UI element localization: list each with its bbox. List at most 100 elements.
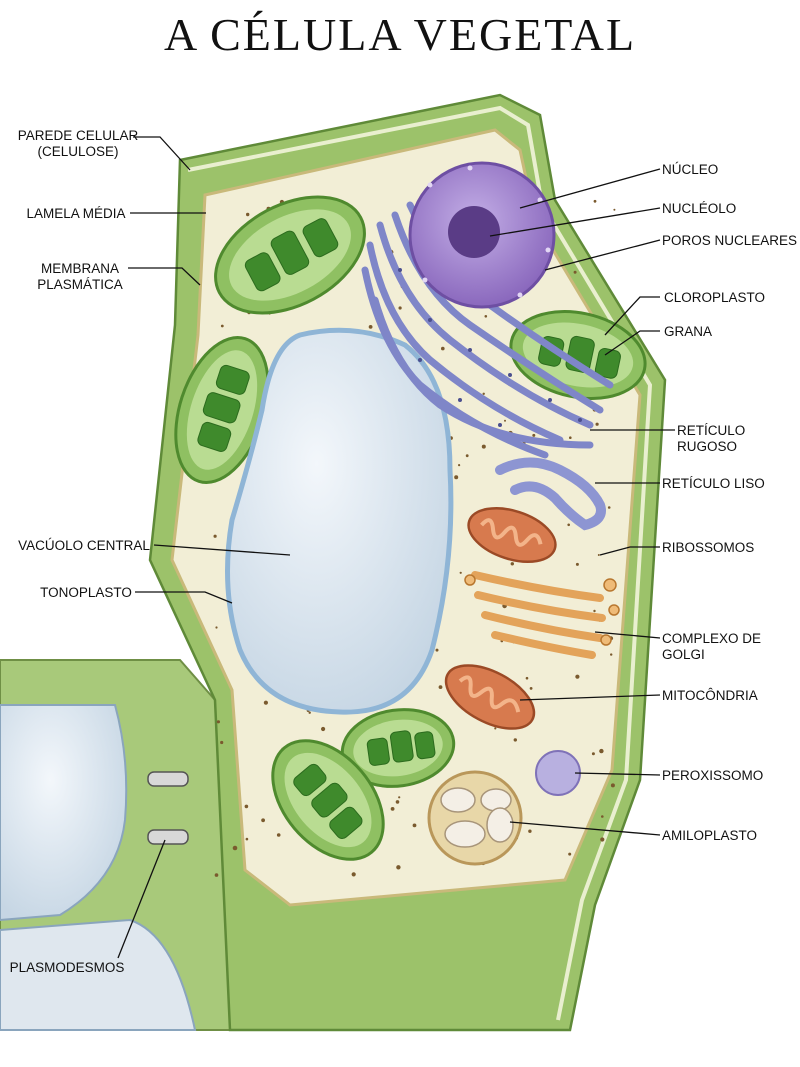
label-ribossomos: RIBOSSOMOS <box>662 540 755 555</box>
ribosome-dot <box>261 818 265 823</box>
ribosome-dot <box>600 837 605 842</box>
ribosome-dot <box>567 523 570 527</box>
label-reticulo-liso: RETÍCULO LISO <box>662 476 765 491</box>
ribosome-dot <box>390 807 395 811</box>
nucleolus <box>448 206 500 258</box>
ribosome-dot <box>220 324 224 328</box>
middle-lamella <box>187 105 653 1021</box>
ribosome-dot <box>459 571 462 574</box>
mitochondrion-bottom <box>444 664 536 730</box>
ribosome-dot <box>441 346 445 351</box>
label-amiloplasto: AMILOPLASTO <box>662 828 758 843</box>
ribosome-dot <box>458 464 461 467</box>
ribosome-dot <box>465 454 469 458</box>
ribosome-dot <box>532 433 536 437</box>
ribosome-dot <box>435 648 439 652</box>
ribosome-dot <box>595 422 599 426</box>
ribosome-dot <box>398 306 402 310</box>
ribosome-dot <box>494 727 497 730</box>
label-nucleolo: NUCLÉOLO <box>662 201 737 216</box>
label-mitocondria: MITOCÔNDRIA <box>662 688 758 703</box>
ribosome-dot <box>484 315 488 318</box>
plasmodesmata <box>147 771 189 845</box>
ribosome-dot <box>599 748 604 754</box>
ribosome-dot <box>575 562 579 566</box>
ribosome-dot <box>504 419 506 422</box>
label-peroxissomo: PEROXISSOMO <box>662 768 764 783</box>
chloroplast-left <box>174 335 270 485</box>
ribosome-dot <box>610 653 613 656</box>
label-complexo-golgi: COMPLEXO DE GOLGI <box>662 631 762 662</box>
ribosome-dot <box>528 829 532 833</box>
amyloplast <box>427 770 523 866</box>
chloroplast-top <box>214 195 366 315</box>
label-cloroplasto: CLOROPLASTO <box>664 290 766 305</box>
ribosome-dot <box>513 738 517 742</box>
ribosome-dot <box>244 804 249 809</box>
ribosome-dot <box>438 685 443 689</box>
ribosome-dot <box>321 726 326 732</box>
ribosome-dot <box>245 837 249 841</box>
golgi-vesicles <box>464 574 620 646</box>
ribosome-dot <box>368 325 373 329</box>
ribosome-dot <box>569 436 572 440</box>
ribosome-dot <box>232 845 238 851</box>
ribosome-dot <box>607 506 611 509</box>
ribosome-dot <box>395 800 400 804</box>
ribosome-dot <box>573 270 577 274</box>
label-vacuolo-central: VACÚOLO CENTRAL <box>18 538 150 553</box>
peroxisome <box>535 750 581 796</box>
ribosome-dot <box>575 674 580 679</box>
ribosome-dot <box>482 392 485 395</box>
central-vacuole <box>225 327 454 715</box>
label-parede-celular: PAREDE CELULAR (CELULOSE) <box>17 128 139 159</box>
ribosome-dot <box>213 534 217 538</box>
ribosome-dot <box>613 208 616 211</box>
ribosome-dot <box>398 796 401 799</box>
neighbor-cell-vacuole <box>0 704 128 922</box>
label-tonoplasto: TONOPLASTO <box>40 585 132 600</box>
ribosome-dot <box>412 823 417 828</box>
ribosome-dot <box>593 609 596 613</box>
ribosome-dot <box>351 872 356 877</box>
ribosome-dot <box>525 676 529 680</box>
ribosome-dot <box>214 873 219 877</box>
ribosome-dot <box>481 444 486 449</box>
ribosome-dot <box>601 815 604 818</box>
label-lamela-media: LAMELA MÉDIA <box>26 206 126 221</box>
label-nucleo: NÚCLEO <box>662 162 719 177</box>
ribosome-dot <box>529 687 533 690</box>
ribosome-dot <box>597 554 600 556</box>
label-plasmodesmos: PLASMODESMOS <box>9 960 125 975</box>
ribosome-dot <box>593 199 597 203</box>
label-reticulo-rugoso: RETÍCULO RUGOSO <box>677 423 746 454</box>
label-poros-nucleares: POROS NUCLEARES <box>662 233 798 248</box>
ribosome-dot <box>246 212 250 217</box>
nuclear-pores <box>422 165 551 298</box>
chloroplast-bottom-left <box>271 739 385 861</box>
chloroplast-bottom-mid <box>340 708 456 788</box>
ribosome-dot <box>568 852 572 856</box>
ribosome-dot <box>215 626 218 629</box>
golgi-apparatus <box>471 571 606 659</box>
ribosome-dot <box>610 783 615 788</box>
ribosome-dot <box>276 833 281 837</box>
leader-lines <box>117 136 675 959</box>
ribosome-dot <box>591 752 595 756</box>
label-membrana-plasmatica: MEMBRANA PLASMÁTICA <box>37 261 123 292</box>
mitochondrion-top <box>467 507 557 563</box>
label-grana: GRANA <box>664 324 713 339</box>
ribosome-dot <box>454 475 459 480</box>
page-title: A CÉLULA VEGETAL <box>163 9 637 60</box>
smooth-er <box>495 457 606 531</box>
ribosome-dot <box>308 711 311 714</box>
rough-er-ribosomes <box>398 268 582 427</box>
ribosome-dot <box>510 562 514 566</box>
ribosome-dot <box>396 865 401 870</box>
neighbor-cell-lower <box>0 918 197 1031</box>
ribosome-dot <box>263 700 268 705</box>
ribosome-dot <box>220 740 224 745</box>
ribosome-dot <box>216 720 220 724</box>
